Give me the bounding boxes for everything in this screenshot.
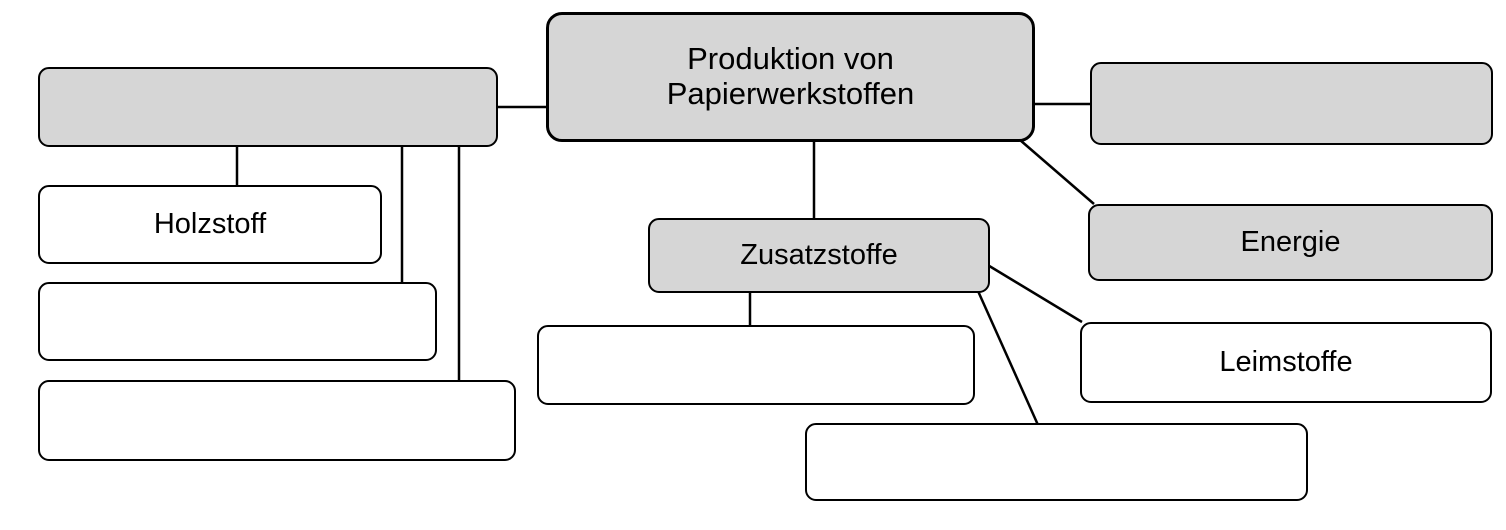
connector-zusatzstoffe-to-zusatz-child-bottom	[976, 290, 1040, 426]
node-left-child-2[interactable]	[38, 282, 437, 361]
node-left-branch[interactable]	[38, 67, 498, 147]
node-label-leimstoffe: Leimstoffe	[1219, 346, 1353, 379]
node-root[interactable]: Produktion von Papierwerkstoffen	[546, 12, 1035, 142]
node-label-root: Produktion von Papierwerkstoffen	[666, 41, 915, 111]
node-holzstoff[interactable]: Holzstoff	[38, 185, 382, 264]
node-zusatz-child-1[interactable]	[537, 325, 975, 405]
node-label-zusatzstoffe: Zusatzstoffe	[740, 239, 898, 272]
connector-root-to-energie	[1019, 139, 1095, 205]
node-leimstoffe[interactable]: Leimstoffe	[1080, 322, 1492, 403]
node-energie[interactable]: Energie	[1088, 204, 1493, 281]
node-label-energie: Energie	[1240, 226, 1341, 259]
connector-zusatzstoffe-to-leimstoffe	[985, 262, 1083, 324]
node-left-child-3[interactable]	[38, 380, 516, 461]
node-zusatz-child-bottom[interactable]	[805, 423, 1308, 501]
node-zusatzstoffe[interactable]: Zusatzstoffe	[648, 218, 990, 293]
node-right-branch[interactable]	[1090, 62, 1493, 145]
node-label-holzstoff: Holzstoff	[153, 208, 267, 241]
